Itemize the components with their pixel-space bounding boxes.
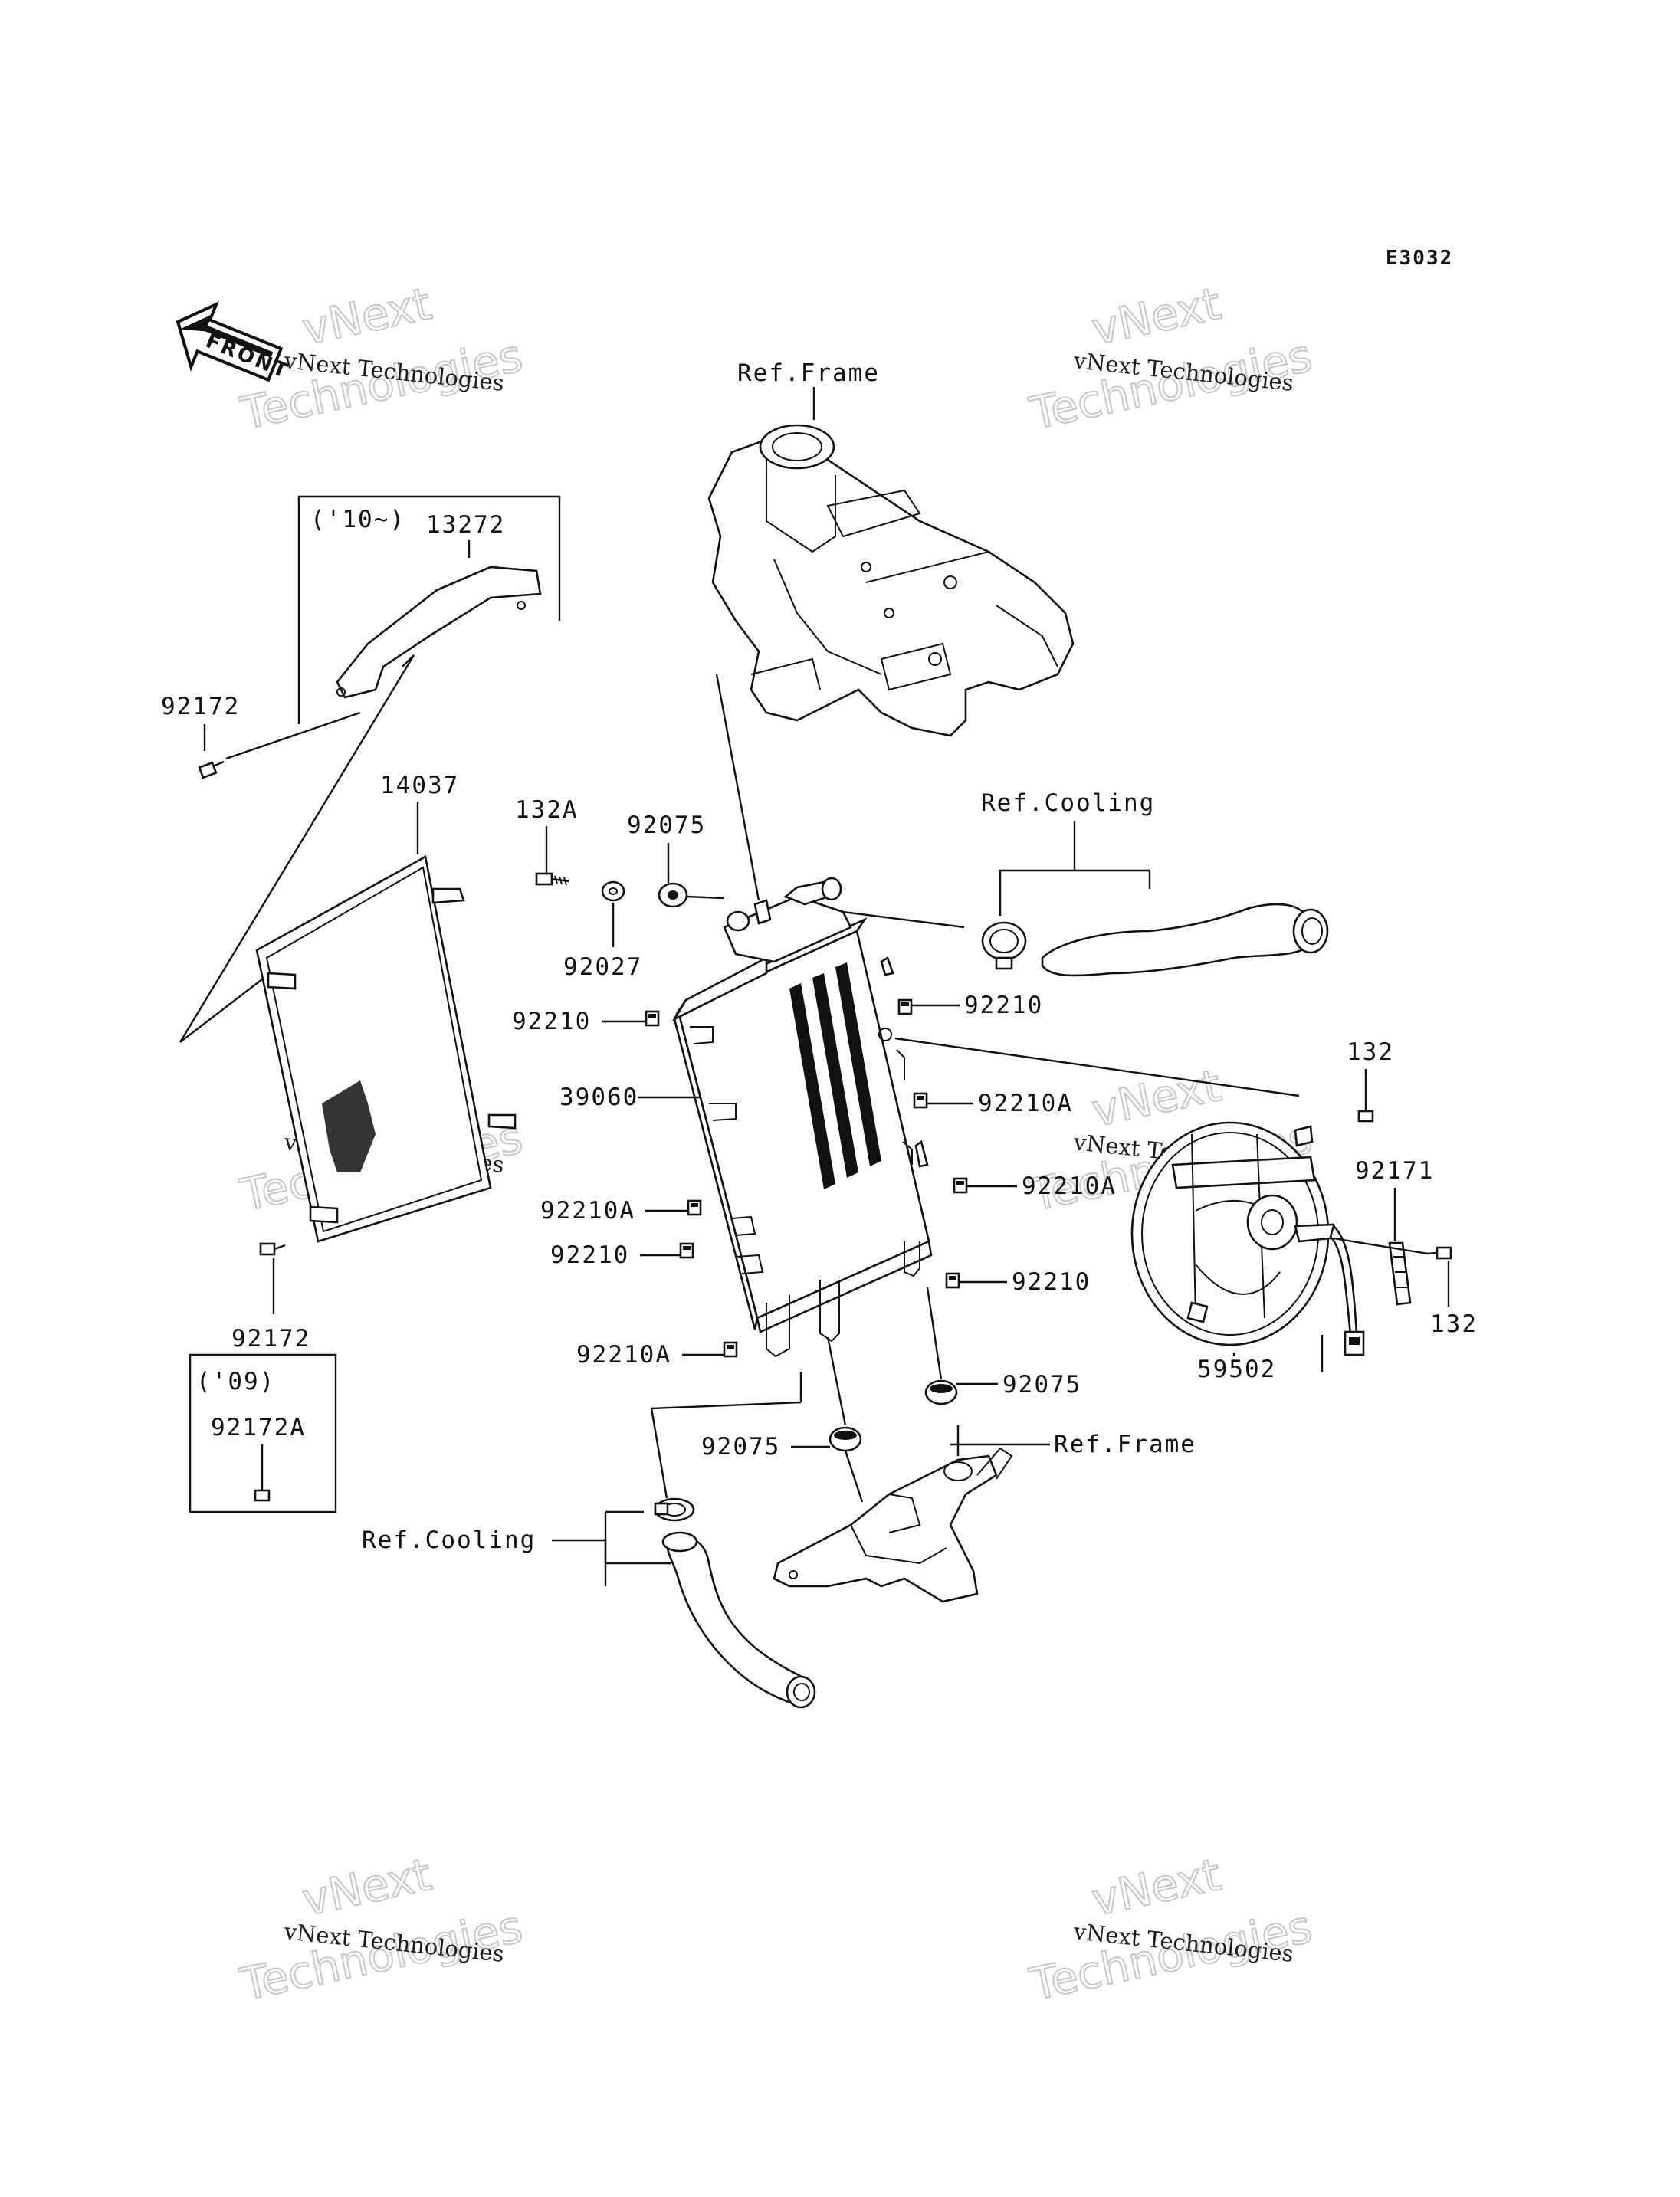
- clip-92210-3: [679, 1242, 694, 1259]
- clip-92171: [1388, 1241, 1412, 1306]
- ref-frame-bottom-label: Ref.Frame: [1054, 1431, 1196, 1458]
- clip-92210-4: [945, 1272, 960, 1289]
- fan-guard-14037: [255, 854, 517, 1243]
- part-92075-top-label: 92075: [627, 812, 706, 839]
- diagram-code: E3032: [1386, 247, 1453, 270]
- svg-text:vNext: vNext: [1088, 1848, 1226, 1926]
- part-13272-label: 13272: [426, 511, 505, 539]
- part-92172-top-label: 92172: [161, 693, 240, 720]
- part-92027-label: 92027: [563, 953, 642, 981]
- part-92210-4-label: 92210: [1012, 1268, 1091, 1296]
- part-92171-label: 92171: [1355, 1157, 1434, 1185]
- part-92210-1-label: 92210: [512, 1008, 591, 1035]
- part-92210-2-label: 92210: [964, 992, 1043, 1019]
- bolt-132-top: [1357, 1110, 1374, 1123]
- washer-92027: [601, 880, 625, 902]
- bolt-132-bottom: [1426, 1246, 1452, 1260]
- clip-92210A-4: [723, 1341, 738, 1358]
- radiator-fins: [789, 962, 881, 1189]
- variant-10-label: ('10~): [310, 506, 405, 533]
- radiator-39060: [671, 877, 933, 1358]
- part-14037-label: 14037: [380, 772, 459, 799]
- clip-92210A-2: [687, 1199, 702, 1216]
- part-92210-3-label: 92210: [550, 1241, 629, 1269]
- grommet-92075-right: [924, 1379, 958, 1405]
- clip-92210A-1: [913, 1092, 928, 1109]
- grommet-92075-bottom: [829, 1426, 862, 1452]
- bolt-92172-bottom: [259, 1242, 286, 1256]
- watermark-top-right: vNext Technologies vNext Technologies: [1025, 277, 1317, 441]
- bracket-13272: [336, 566, 542, 699]
- grommet-92075-top: [658, 882, 688, 908]
- hose-clamp-bottom: [654, 1497, 695, 1522]
- variant-10-bracket-box: ('10~) 13272: [225, 495, 561, 760]
- part-92075-right-label: 92075: [1002, 1371, 1081, 1399]
- part-92075-bottom-label: 92075: [701, 1433, 780, 1461]
- part-92172A-label: 92172A: [211, 1414, 306, 1441]
- clip-92210-1: [645, 1010, 660, 1027]
- part-92210A-3-label: 92210A: [1022, 1172, 1117, 1200]
- svg-text:vNext: vNext: [298, 1848, 436, 1926]
- ref-cooling-top-label: Ref.Cooling: [981, 789, 1155, 817]
- part-92172-bottom-label: 92172: [231, 1325, 310, 1353]
- hose-clamp-top: [981, 921, 1027, 970]
- variant-09-label: ('09): [196, 1368, 275, 1395]
- svg-text:vNext: vNext: [1088, 1059, 1226, 1137]
- watermark-bottom-right: vNext Technologies vNext Technologies: [1025, 1848, 1317, 2012]
- part-92210A-4-label: 92210A: [576, 1341, 671, 1369]
- watermark-bottom-left: vNext Technologies vNext Technologies: [235, 1848, 528, 2012]
- ref-frame-top-label: Ref.Frame: [737, 359, 880, 387]
- part-39060-label: 39060: [559, 1084, 638, 1111]
- svg-text:vNext: vNext: [1088, 277, 1226, 356]
- bolt-92172-top: [198, 760, 225, 779]
- part-132A-label: 132A: [515, 796, 579, 824]
- bolt-132A: [535, 872, 569, 886]
- upper-hose: [1041, 903, 1312, 977]
- lower-frame-bracket: [773, 1447, 1013, 1603]
- frame-section-top: [707, 424, 1075, 737]
- fan-59502: [1130, 1121, 1365, 1356]
- part-132-bottom-label: 132: [1430, 1310, 1478, 1338]
- svg-text:vNext: vNext: [298, 277, 436, 356]
- part-59502-label: 59502: [1197, 1356, 1276, 1383]
- mesh-pattern: [322, 1080, 376, 1172]
- clip-92210A-3: [953, 1177, 968, 1194]
- part-132-top-label: 132: [1347, 1038, 1394, 1066]
- part-92210A-1-label: 92210A: [978, 1090, 1073, 1117]
- ref-cooling-bottom-label: Ref.Cooling: [362, 1526, 536, 1554]
- part-92210A-2-label: 92210A: [540, 1197, 635, 1225]
- clip-92210-2: [897, 998, 913, 1015]
- variant-09-box: ('09) 92172A: [189, 1353, 337, 1513]
